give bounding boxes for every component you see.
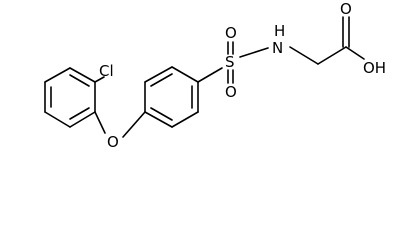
hydrogen-label: H	[274, 22, 285, 40]
nitrogen-label: N	[272, 39, 283, 57]
phenylene-ring	[144, 66, 199, 128]
chlorophenyl-ring	[44, 67, 96, 128]
ether-oxygen-label: O	[107, 133, 119, 151]
sulfur-label: S	[225, 53, 235, 71]
sulfur-nitrogen-bond	[239, 47, 269, 58]
sulfonyl-oxygen-top-label: O	[225, 24, 237, 42]
hydroxyl-label: OH	[363, 59, 386, 77]
ring-ether-bond-left	[94, 111, 106, 134]
carboxyl-hydroxyl-bond	[345, 46, 365, 60]
carbon-chlorine-bond	[94, 76, 105, 83]
chemical-structure: Cl O S O O N H O OH	[44, 0, 386, 151]
carbonyl-oxygen-label: O	[340, 0, 352, 18]
sulfonyl-oxygen-bottom-label: O	[225, 83, 237, 101]
methylene-carboxyl-bond	[317, 46, 347, 65]
nitrogen-methylene-bond	[289, 46, 319, 65]
chlorine-label: Cl	[99, 62, 114, 80]
ring-sulfur-bond	[197, 67, 223, 83]
ring-ether-bond-right	[122, 111, 146, 138]
